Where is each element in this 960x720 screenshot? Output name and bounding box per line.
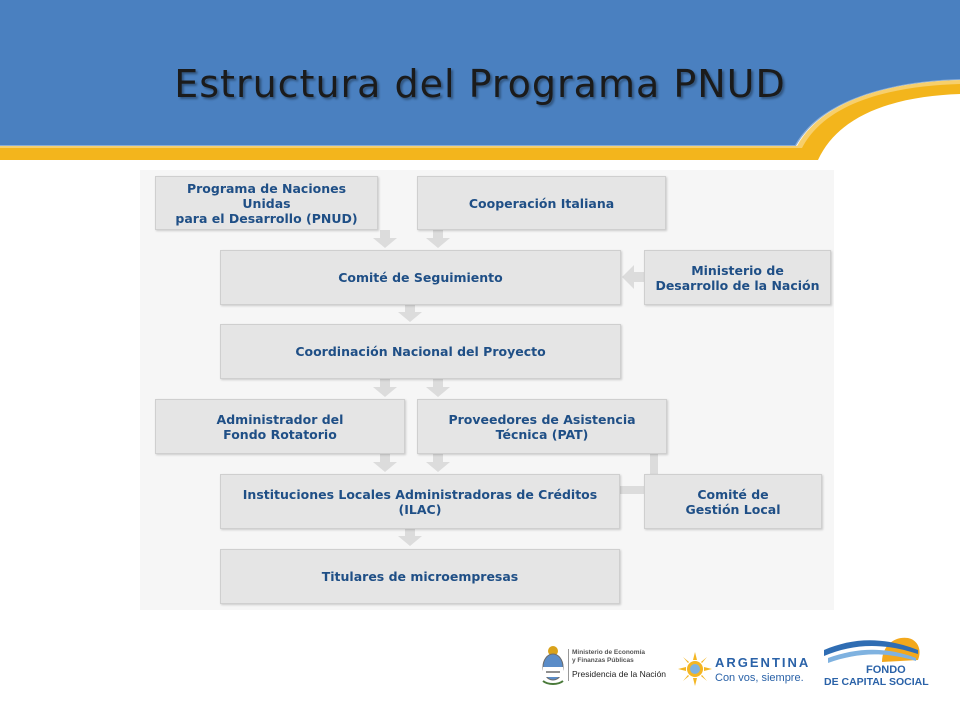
diagram-connectors (373, 230, 658, 546)
arrow-administrador-ilac (373, 462, 397, 472)
connector-ilac-gestion (620, 486, 644, 494)
fondo-line2: DE CAPITAL SOCIAL (824, 676, 929, 688)
connector-proveedores-gestion (650, 454, 658, 476)
node-pnud: Programa de Naciones Unidas para el Desa… (155, 176, 378, 230)
slide-title: Estructura del Programa PNUD (174, 62, 786, 106)
connector-pnud-comite (380, 230, 390, 240)
connector-proveedores-ilac (433, 454, 443, 464)
node-titulares-microempresas: Titulares de microempresas (220, 549, 620, 604)
fondo-swoosh-icon (824, 637, 920, 663)
node-ministerio-desarrollo: Ministerio de Desarrollo de la Nación (644, 250, 831, 305)
ministerio-line1: Ministerio de Economía (572, 649, 645, 656)
fondo-line1: FONDO (866, 664, 906, 676)
national-emblem-icon (542, 646, 564, 685)
node-coordinacion-nacional: Coordinación Nacional del Proyecto (220, 324, 621, 379)
connector-ministerio-comite (632, 272, 644, 282)
ministerio-economia-logo: Ministerio de Economía y Finanzas Públic… (540, 645, 670, 687)
ministerio-line3: Presidencia de la Nación (572, 669, 667, 679)
arrow-ministerio-comite (622, 265, 634, 289)
node-administrador-fondo: Administrador del Fondo Rotatorio (155, 399, 405, 454)
node-comite-seguimiento: Comité de Seguimiento (220, 250, 621, 305)
connector-ilac-titulares (405, 529, 415, 539)
connector-administrador-ilac (380, 454, 390, 464)
connector-coordinacion-administrador (380, 379, 390, 389)
connector-cooperacion-comite (433, 230, 443, 240)
fondo-capital-social-logo: FONDO DE CAPITAL SOCIAL (822, 632, 932, 692)
node-cooperacion-italiana: Cooperación Italiana (417, 176, 666, 230)
arrow-proveedores-ilac (426, 462, 450, 472)
arrow-coordinacion-administrador (373, 387, 397, 397)
connector-comite-coordinacion (405, 305, 415, 315)
sun-icon (678, 652, 712, 686)
arrow-pnud-comite (373, 238, 397, 248)
header-band (0, 0, 960, 160)
arrow-coordinacion-proveedores (426, 387, 450, 397)
arrow-comite-coordinacion (398, 312, 422, 322)
org-diagram: Programa de Naciones Unidas para el Desa… (140, 170, 834, 610)
arrow-ilac-titulares (398, 536, 422, 546)
argentina-slogan: Con vos, siempre. (715, 672, 804, 684)
argentina-logo: ARGENTINA Con vos, siempre. (678, 650, 808, 692)
node-proveedores-asistencia: Proveedores de Asistencia Técnica (PAT) (417, 399, 667, 454)
arrow-cooperacion-comite (426, 238, 450, 248)
header-shape (0, 0, 960, 160)
node-ilac: Instituciones Locales Administradoras de… (220, 474, 620, 529)
connector-coordinacion-proveedores (433, 379, 443, 389)
argentina-name: ARGENTINA (715, 655, 811, 670)
ministerio-line2: y Finanzas Públicas (572, 657, 634, 664)
node-comite-gestion-local: Comité de Gestión Local (644, 474, 822, 529)
